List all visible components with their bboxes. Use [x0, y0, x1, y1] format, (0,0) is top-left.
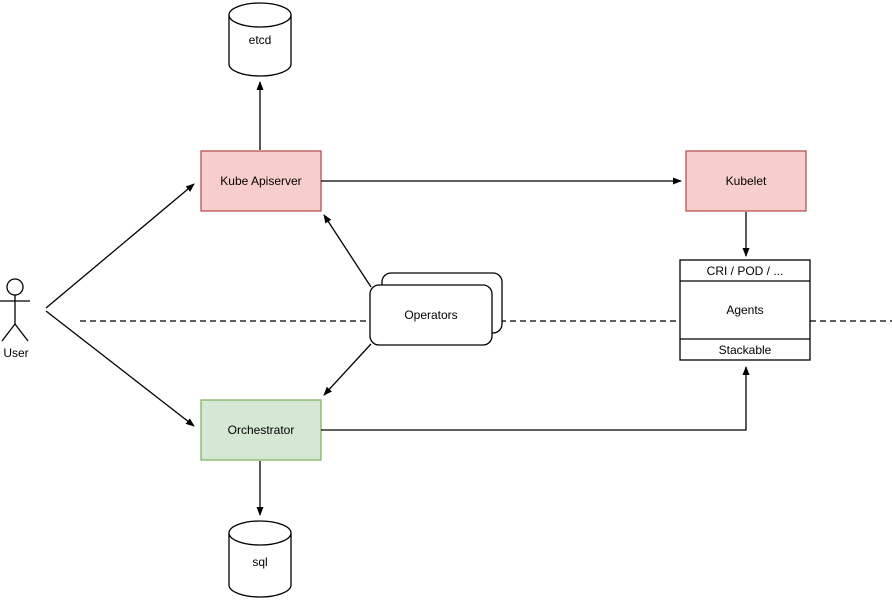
- node-orchestrator[interactable]: Orchestrator: [200, 399, 322, 461]
- node-sql[interactable]: sql: [228, 520, 292, 598]
- node-agents-stack[interactable]: CRI / POD / ... Agents Stackable: [679, 259, 811, 361]
- kubelet-box: [685, 150, 807, 212]
- agents-footer-label: Stackable: [719, 343, 772, 357]
- actor-leg-right: [14, 323, 29, 342]
- edge-user-to-orchestrator: [45, 310, 195, 427]
- etcd-cylinder-top: [228, 2, 292, 28]
- operators-label: Operators: [404, 308, 457, 322]
- sql-label: sql: [252, 555, 267, 569]
- kubelet-label: Kubelet: [726, 174, 767, 188]
- etcd-label: etcd: [249, 33, 272, 47]
- edge-user-to-kube-apiserver: [45, 183, 195, 309]
- actor-leg-left: [1, 323, 16, 342]
- node-operators[interactable]: Operators: [369, 272, 503, 346]
- operators-front-card: [369, 284, 493, 346]
- etcd-cylinder-body: [228, 15, 292, 77]
- actor-head-icon: [6, 278, 24, 296]
- agents-box: [679, 259, 811, 361]
- node-kube-apiserver[interactable]: Kube Apiserver: [200, 150, 322, 212]
- agents-body-label: Agents: [726, 303, 763, 317]
- user-label: User: [3, 346, 28, 360]
- orchestrator-box: [200, 399, 322, 461]
- orchestrator-label: Orchestrator: [228, 423, 295, 437]
- agents-header-label: CRI / POD / ...: [707, 264, 784, 278]
- edge-operators-to-kube-apiserver: [323, 214, 372, 288]
- node-user[interactable]: User: [0, 278, 30, 360]
- sql-cylinder-body: [228, 533, 292, 598]
- kube-apiserver-label: Kube Apiserver: [220, 174, 301, 188]
- edge-orchestrator-to-stackable: [321, 366, 750, 431]
- edges-layer: [45, 81, 750, 516]
- edge-operators-to-orchestrator: [323, 343, 372, 396]
- sql-cylinder-top: [228, 520, 292, 546]
- node-etcd[interactable]: etcd: [228, 2, 292, 77]
- kube-apiserver-box: [200, 150, 322, 212]
- node-kubelet[interactable]: Kubelet: [685, 150, 807, 212]
